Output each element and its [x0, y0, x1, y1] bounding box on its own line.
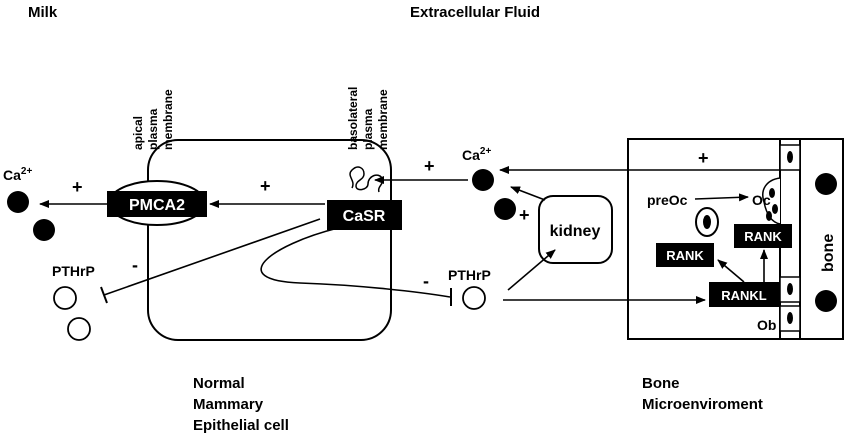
pthrp-blood-molecule	[462, 286, 486, 310]
rank-label-osteoclast: RANK	[744, 229, 782, 244]
minus-sign-left: -	[132, 255, 138, 275]
svg-text:plasma: plasma	[361, 108, 375, 150]
svg-text:basolateral: basolateral	[346, 87, 360, 150]
preosteoclast-nucleus	[703, 215, 711, 229]
extracellular-calcium-ion-1	[472, 169, 494, 191]
mammary-epithelial-cell	[147, 139, 392, 341]
cell-caption-line-1: Normal	[193, 375, 245, 392]
plus-sign-kidney: +	[519, 205, 530, 225]
svg-text:membrane: membrane	[161, 89, 175, 150]
plus-sign-cell: +	[260, 176, 271, 196]
svg-text:plasma: plasma	[146, 108, 160, 150]
preosteoclast-label: preOc	[647, 192, 688, 208]
pthrp-milk-molecule-1	[53, 286, 77, 310]
rank-box-preosteoclast	[656, 243, 714, 267]
pthrp-to-kidney-arrow	[507, 249, 556, 291]
inhibition-bar-left	[100, 286, 108, 304]
apical-membrane-label: apical plasma membrane	[131, 89, 175, 150]
svg-text:membrane: membrane	[376, 89, 390, 150]
pthrp-blood-label: PTHrP	[448, 267, 491, 283]
osteoclast-label: Oc	[752, 192, 771, 208]
casr-box	[327, 200, 402, 230]
milk-calcium-label: Ca2+	[3, 166, 32, 183]
milk-calcium-ion-1	[7, 191, 29, 213]
pthrp-milk-molecule-2	[67, 317, 91, 341]
lining-cell-top-nucleus	[787, 151, 793, 163]
osteoclast-nucleus-2	[772, 204, 778, 214]
kidney-label: kidney	[550, 223, 601, 240]
rankl-label: RANKL	[721, 288, 767, 303]
bone-caption-line-1: Bone	[642, 375, 680, 392]
preoc-to-oc-arrow	[694, 193, 749, 202]
plus-sign-bone: +	[698, 148, 709, 168]
milk-calcium-ion-2	[33, 219, 55, 241]
plus-sign-pmca2: +	[72, 177, 83, 197]
rankl-to-rank-preosteoclast-arrow	[717, 259, 745, 283]
osteoblast-cell-1-nucleus	[787, 283, 793, 295]
pthrp-milk-label: PTHrP	[52, 263, 95, 279]
bone-label: bone	[820, 234, 837, 272]
rank-box-osteoclast	[734, 224, 792, 248]
milk-heading: Milk	[28, 4, 58, 21]
pmca2-box	[107, 191, 207, 217]
plus-sign-casr: +	[424, 156, 435, 176]
bone-calcium-ion-2	[815, 290, 837, 312]
kidney-box	[538, 195, 613, 264]
casr-inhibits-pthrp-milk-line	[103, 218, 321, 296]
pmca2-label: PMCA2	[129, 197, 185, 214]
osteoblast-label: Ob	[757, 317, 776, 333]
rank-label-preosteoclast: RANK	[666, 248, 704, 263]
casr-label: CaSR	[343, 208, 386, 225]
minus-sign-right: -	[423, 271, 429, 291]
cell-caption-line-2: Mammary	[193, 396, 264, 413]
osteoclast-nucleus-1	[769, 188, 775, 198]
bone-calcium-ion-1	[815, 173, 837, 195]
kidney-to-calcium-arrow	[510, 186, 546, 201]
basolateral-membrane-label: basolateral plasma membrane	[346, 87, 390, 150]
cell-caption-line-3: Epithelial cell	[193, 417, 289, 434]
extracellular-calcium-ion-2	[494, 198, 516, 220]
osteoblast-cell-2-nucleus	[787, 312, 793, 324]
extracellular-fluid-heading: Extracellular Fluid	[410, 4, 540, 21]
bone-caption-line-2: Microenviroment	[642, 396, 763, 413]
svg-text:apical: apical	[131, 116, 145, 150]
osteoclast-nucleus-3	[766, 211, 772, 221]
bone-microenvironment-box	[627, 138, 844, 340]
extracellular-calcium-label: Ca2+	[462, 146, 491, 163]
rankl-box	[709, 282, 779, 307]
casr-inhibits-pthrp-blood-line	[260, 227, 451, 298]
